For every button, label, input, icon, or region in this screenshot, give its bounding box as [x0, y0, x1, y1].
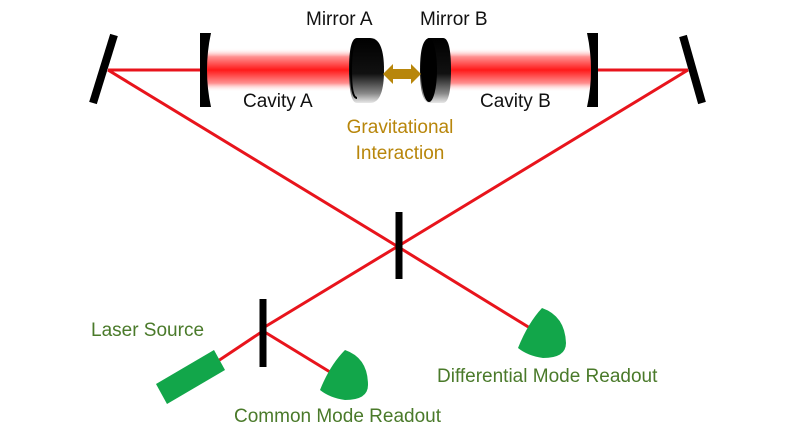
beam-center-to-lower-splitter: [262, 243, 401, 330]
cavity-a-label: Cavity A: [243, 91, 313, 112]
beam-laser-to-lower-splitter: [217, 329, 264, 363]
cavity-b-beam: [447, 48, 592, 92]
beam-center-to-diff-readout: [399, 246, 531, 330]
gravitational-label: Gravitational: [346, 117, 454, 138]
common-mode-detector: [320, 350, 368, 400]
laser-source-device: [156, 350, 225, 404]
cavity-b-input-mirror: [587, 33, 598, 107]
left-fold-mirror: [89, 33, 118, 105]
cavity-a-beam: [205, 48, 350, 92]
differential-mode-readout-label: Differential Mode Readout: [437, 366, 658, 387]
laser-beams: [107, 68, 689, 374]
gravitational-interaction-arrow: [383, 64, 421, 84]
cavity-b-label: Cavity B: [480, 91, 551, 112]
laser-source-label: Laser Source: [91, 320, 205, 341]
cavity-a-input-mirror: [200, 33, 211, 107]
mirror-a-test-mass: [349, 38, 384, 103]
differential-mode-detector: [518, 308, 566, 358]
right-fold-mirror: [679, 34, 706, 105]
beam-left-fold-to-center: [107, 68, 401, 250]
beam-right-fold-to-center: [399, 68, 689, 247]
common-mode-readout-label: Common Mode Readout: [234, 406, 441, 427]
mirror-b-test-mass: [420, 38, 451, 103]
mirror-a-label: Mirror A: [306, 9, 373, 30]
interaction-label: Interaction: [355, 143, 445, 164]
mirror-b-label: Mirror B: [420, 9, 488, 30]
beam-lower-splitter-to-common-readout: [262, 329, 331, 374]
